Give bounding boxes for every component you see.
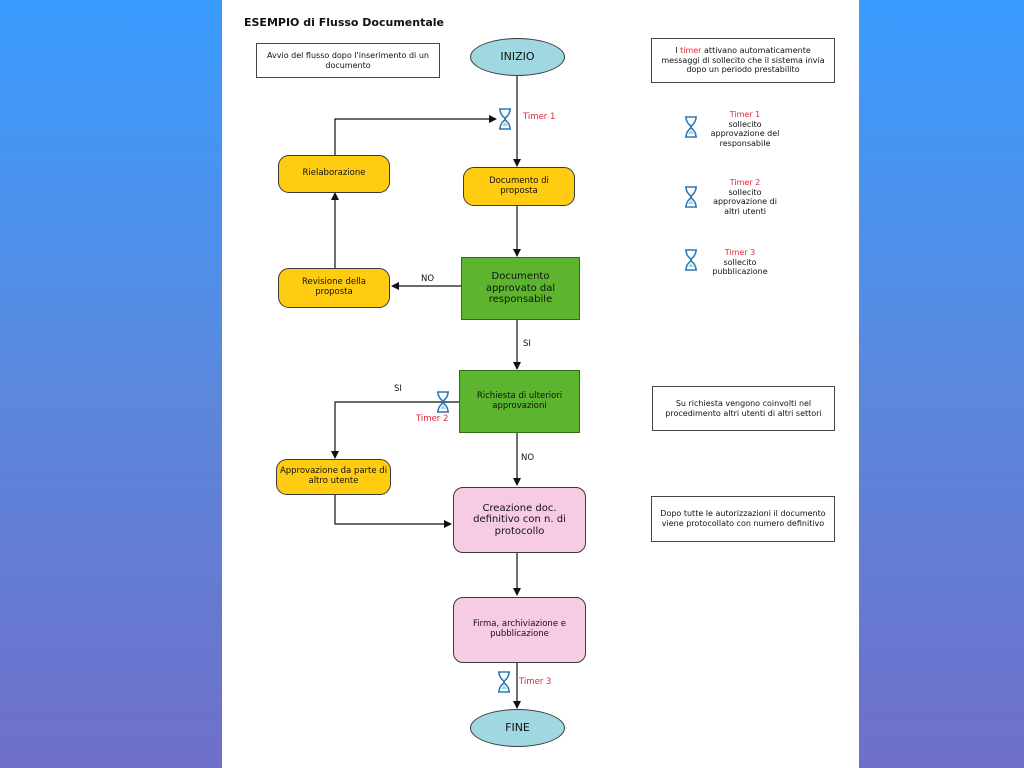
legend-timer3-name: Timer 3: [724, 248, 756, 257]
node-inizio-label: INIZIO: [500, 49, 535, 63]
node-inizio: INIZIO: [470, 38, 565, 76]
node-creazione: Creazione doc. definitivo con n. di prot…: [453, 487, 586, 553]
node-fine-label: FINE: [505, 720, 530, 734]
note-timers: I timer attivano automaticamente messagg…: [651, 38, 835, 83]
note-timers-text: I timer attivano automaticamente messagg…: [656, 46, 830, 75]
node-documento-approvato: Documento approvato dal responsabile: [461, 257, 580, 320]
node-documento-approvato-label: Documento approvato dal responsabile: [485, 271, 556, 306]
node-richiesta-approvazioni-label: Richiesta di ulteriori approvazioni: [476, 390, 563, 411]
node-firma: Firma, archiviazione e pubblicazione: [453, 597, 586, 663]
hourglass-icon: [437, 391, 449, 413]
legend-timer3-desc: sollecito pubblicazione: [712, 257, 768, 277]
legend-timer2-name: Timer 2: [729, 178, 761, 187]
page-title: ESEMPIO di Flusso Documentale: [244, 16, 445, 29]
hourglass-icon: [498, 671, 510, 693]
legend-timer2-desc: sollecito approvazione di altri utenti: [713, 187, 777, 216]
note-request-text: Su richiesta vengono coinvolti nel proce…: [665, 398, 822, 418]
note-timers-word: timer: [680, 46, 702, 56]
edge-label-no-richiesta: NO: [521, 453, 535, 463]
node-firma-label: Firma, archiviazione e pubblicazione: [473, 619, 566, 639]
edge-rielaborazione-timer1: [334, 115, 497, 155]
note-start-text: Avvio del flusso dopo l'inserimento di u…: [267, 50, 429, 70]
edge-approvazione-creazione: [334, 495, 452, 528]
node-approvazione-altro-utente-label: Approvazione da parte di altro utente: [279, 466, 388, 486]
legend-timer3: Timer 3 sollecito pubblicazione: [704, 248, 776, 277]
node-richiesta-approvazioni: Richiesta di ulteriori approvazioni: [459, 370, 580, 433]
node-rielaborazione: Rielaborazione: [278, 155, 390, 193]
node-fine: FINE: [470, 709, 565, 747]
timer1-label: Timer 1: [523, 112, 556, 122]
hourglass-icon: [685, 249, 697, 271]
note-timers-prefix: I: [675, 46, 678, 56]
node-approvazione-altro-utente: Approvazione da parte di altro utente: [276, 459, 391, 495]
hourglass-icon: [499, 108, 511, 130]
hourglass-icon: [685, 116, 697, 138]
legend-timer2: Timer 2 sollecito approvazione di altri …: [704, 178, 786, 216]
hourglass-icon: [685, 186, 697, 208]
legend-timer1-name: Timer 1: [729, 110, 761, 119]
note-protocol: Dopo tutte le autorizzazioni il document…: [651, 496, 835, 542]
note-request: Su richiesta vengono coinvolti nel proce…: [652, 386, 835, 431]
edge-label-si-richiesta: SI: [394, 384, 402, 394]
node-revisione: Revisione della proposta: [278, 268, 390, 308]
node-documento-proposta: Documento di proposta: [463, 167, 575, 206]
node-rielaborazione-label: Rielaborazione: [302, 168, 366, 179]
legend-timer1-desc: sollecito approvazione del responsabile: [710, 119, 780, 148]
timer3-label: Timer 3: [519, 677, 552, 687]
legend-timer1: Timer 1 sollecito approvazione del respo…: [704, 110, 786, 148]
edge-label-no-revisione: NO: [421, 274, 435, 284]
timer2-label: Timer 2: [416, 414, 449, 424]
note-protocol-text: Dopo tutte le autorizzazioni il document…: [660, 509, 826, 528]
node-revisione-label: Revisione della proposta: [301, 277, 366, 297]
edge-richiesta-approvazione: [331, 401, 459, 459]
node-documento-proposta-label: Documento di proposta: [489, 175, 549, 196]
note-timers-rest: attivano automaticamente messaggi di sol…: [661, 46, 825, 75]
connector-lines: [331, 76, 521, 709]
node-creazione-label: Creazione doc. definitivo con n. di prot…: [473, 502, 566, 537]
edge-label-si-approvato: SI: [523, 339, 531, 349]
note-start: Avvio del flusso dopo l'inserimento di u…: [256, 43, 440, 78]
slide-page: ESEMPIO di Flusso Documentale: [222, 0, 859, 768]
